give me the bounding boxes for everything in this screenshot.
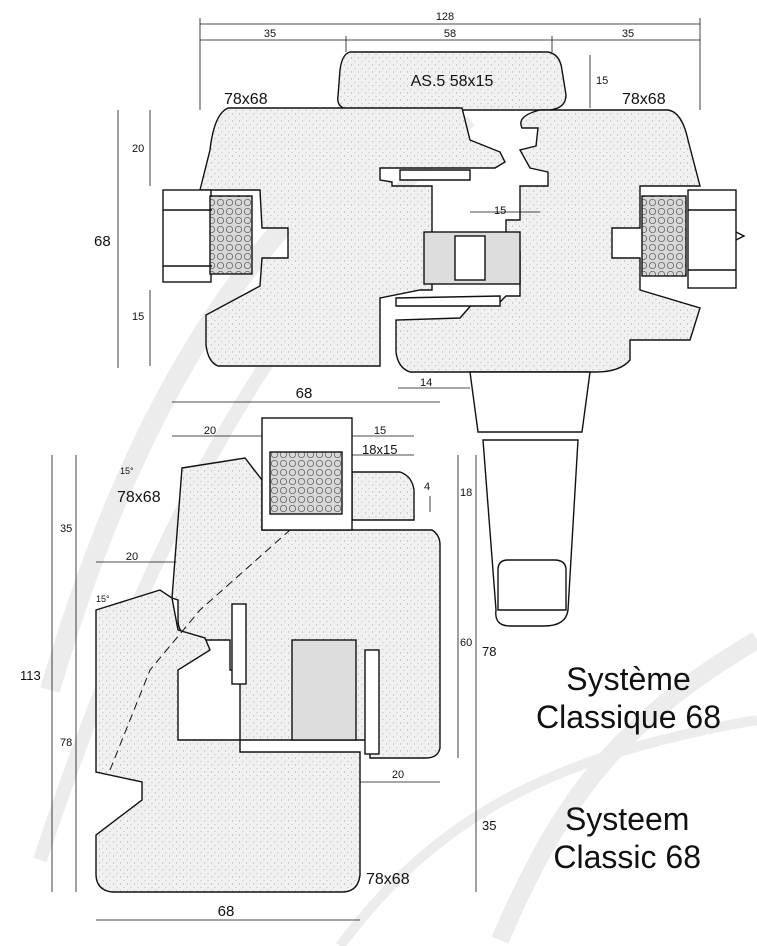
dim-side-20-bottom: 20 [392, 769, 404, 781]
caption-dutch-line2: Classic 68 [553, 839, 701, 875]
caption-dutch-line1: Systeem [564, 801, 690, 837]
top-section-drawing [117, 18, 746, 627]
dim-top-total: 128 [436, 11, 454, 23]
dim-side-18: 18 [460, 487, 472, 499]
caption-french-line1: Système [566, 661, 691, 697]
dim-side-35-left: 35 [60, 523, 72, 535]
dim-side-35-right: 35 [482, 818, 496, 833]
dim-top-15: 15 [596, 75, 608, 87]
dim-side-78-left: 78 [60, 737, 72, 749]
dim-top-mid: 58 [444, 28, 456, 40]
side-glazing-seal [269, 451, 343, 515]
hidden-line [109, 529, 291, 771]
right-glass [687, 189, 737, 289]
dim-side-68-bottom: 68 [218, 903, 235, 920]
side-section-drawing [51, 401, 477, 921]
dim-side-15-top: 15 [374, 425, 386, 437]
dim-top-right: 35 [622, 28, 634, 40]
dim-top-left: 35 [264, 28, 276, 40]
dim-top-15-bottom: 15 [132, 311, 144, 323]
right-glazing-seal [641, 195, 687, 277]
frame-label: 78x68 [366, 871, 410, 888]
dim-top-20: 20 [132, 143, 144, 155]
dim-top-68: 68 [94, 233, 111, 250]
left-profile-label: 78x68 [224, 91, 268, 108]
left-glass [162, 189, 212, 283]
caption-french-line2: Classique 68 [536, 699, 721, 735]
caption-dutch: Systeem Classic 68 [553, 800, 701, 876]
dim-top-14: 14 [420, 377, 432, 389]
side-lock-hardware [291, 639, 357, 741]
dim-side-20-top: 20 [204, 425, 216, 437]
caption-french: Système Classique 68 [536, 660, 721, 736]
dim-side-78-right: 78 [482, 644, 496, 659]
dim-side-4: 4 [424, 481, 430, 493]
dim-side-113: 113 [20, 668, 41, 683]
side-dimension-lines [51, 401, 477, 921]
dim-side-68-top: 68 [296, 385, 313, 402]
right-profile-label: 78x68 [622, 91, 666, 108]
left-sash-profile [199, 107, 506, 367]
glazing-bead-18x15 [351, 471, 415, 521]
top-dimension-lines [117, 18, 701, 389]
left-glazing-seal [209, 195, 253, 275]
bottom-weatherstrip [395, 295, 501, 307]
frame-profile [95, 589, 361, 893]
top-weatherstrip [399, 169, 471, 181]
dim-side-20-left: 20 [126, 551, 138, 563]
dim-side-60: 60 [460, 637, 472, 649]
angle-lower: 15° [96, 594, 110, 604]
sash-upper-label: 78x68 [117, 489, 161, 506]
angle-upper: 15° [120, 466, 134, 476]
glazing-bead-label: 18x15 [362, 442, 397, 457]
dim-top-15-center: 15 [494, 205, 506, 217]
bead-profile-label: AS.5 58x15 [411, 73, 494, 90]
window-handle [469, 371, 591, 433]
